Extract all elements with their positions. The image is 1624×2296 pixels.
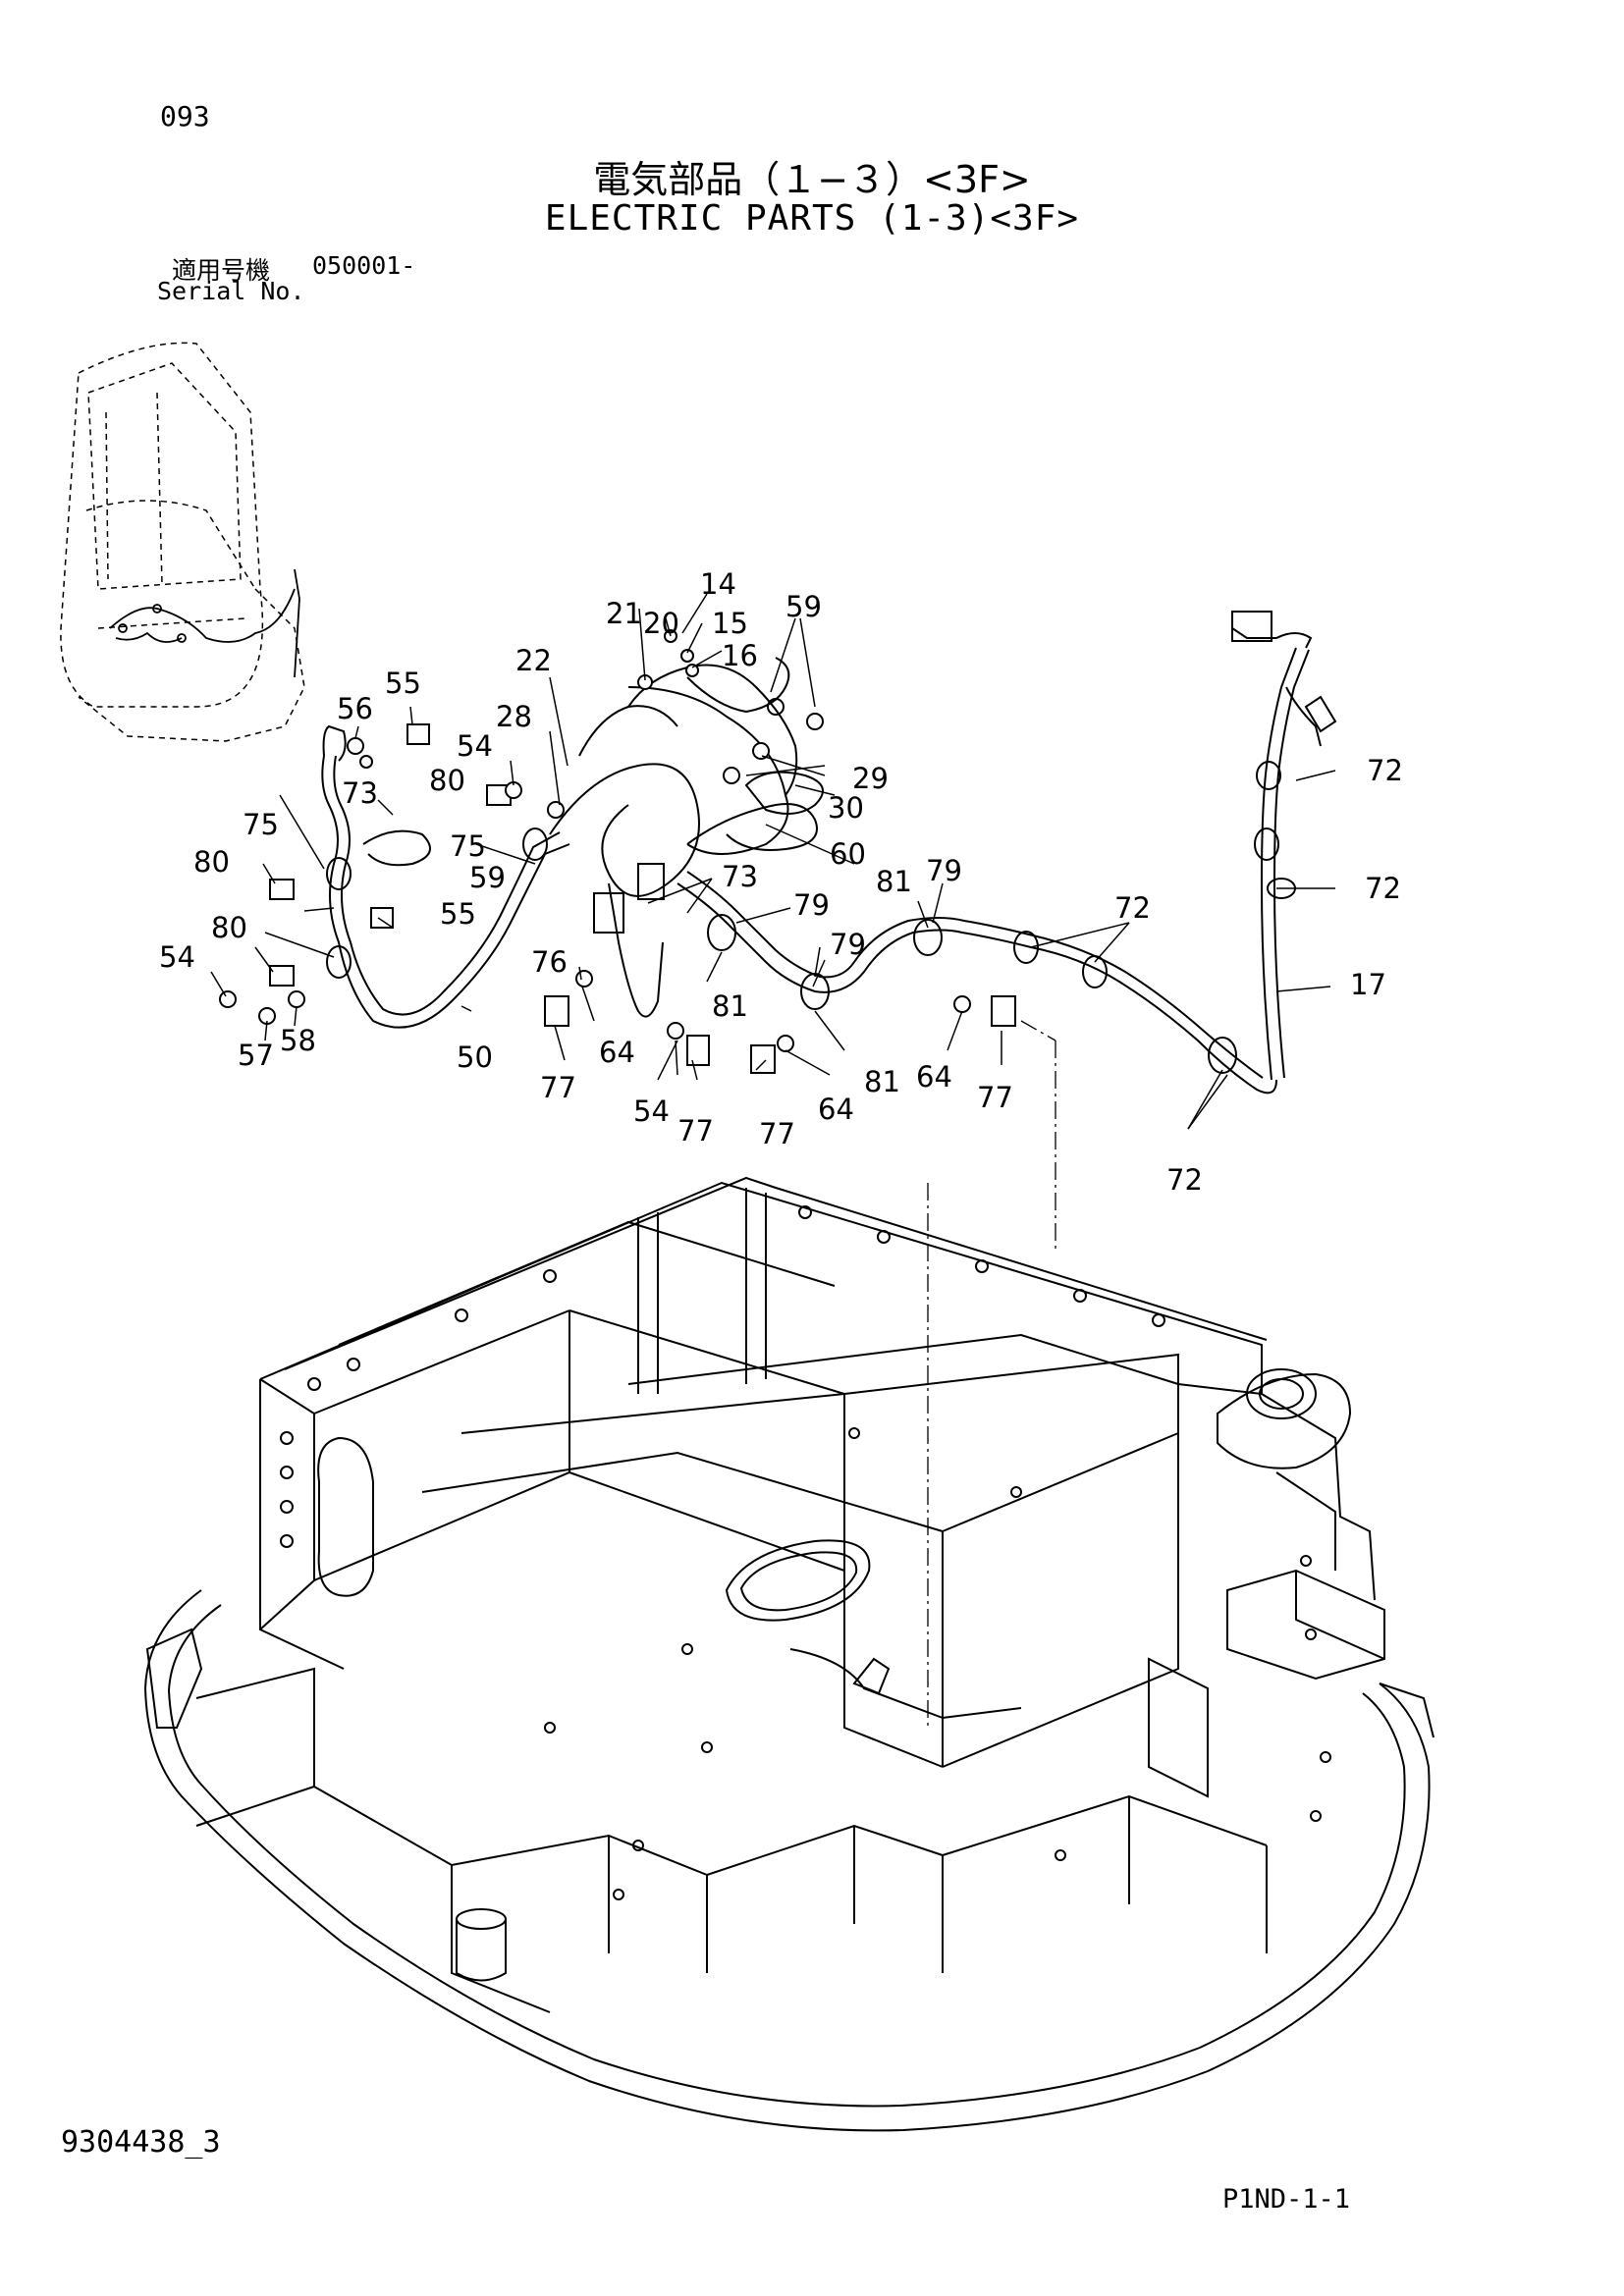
callout-77-a: 77 bbox=[540, 1071, 576, 1104]
callout-54-center: 54 bbox=[633, 1095, 670, 1128]
callout-80-left: 80 bbox=[193, 845, 230, 879]
bracket-55-lower bbox=[370, 907, 394, 929]
callout-30: 30 bbox=[828, 791, 864, 825]
callout-72-right: 72 bbox=[1365, 872, 1401, 905]
callout-73-left: 73 bbox=[342, 776, 378, 810]
bracket-77-b bbox=[686, 1035, 710, 1066]
bracket-77-d bbox=[991, 995, 1016, 1027]
callout-72-bottom: 72 bbox=[1166, 1163, 1203, 1197]
bracket-55 bbox=[406, 723, 430, 745]
callout-77-c: 77 bbox=[759, 1117, 795, 1150]
callout-59-top: 59 bbox=[785, 590, 822, 623]
bracket-80-lower bbox=[269, 965, 295, 987]
callout-77-d: 77 bbox=[977, 1081, 1013, 1114]
callout-15: 15 bbox=[712, 607, 748, 640]
callout-14: 14 bbox=[700, 567, 736, 601]
callout-72-mid: 72 bbox=[1114, 891, 1151, 925]
callout-79-b: 79 bbox=[926, 854, 962, 887]
bolts-and-nuts bbox=[219, 629, 971, 1052]
callout-81-a: 81 bbox=[712, 989, 748, 1023]
callout-54-upper: 54 bbox=[457, 729, 493, 763]
callout-54-left: 54 bbox=[159, 940, 195, 974]
document-code: 9304438_3 bbox=[61, 2125, 221, 2160]
callout-28: 28 bbox=[496, 700, 532, 733]
callout-58: 58 bbox=[280, 1024, 316, 1057]
callout-76: 76 bbox=[531, 945, 568, 979]
callout-20: 20 bbox=[643, 607, 679, 640]
callout-80-upper: 80 bbox=[429, 764, 465, 797]
callout-numbers: 14 15 16 20 21 59 22 28 29 30 54 55 56 7… bbox=[159, 567, 1403, 1197]
page-number: 093 bbox=[160, 100, 210, 133]
callout-64-a: 64 bbox=[599, 1036, 635, 1069]
callout-64-b: 64 bbox=[818, 1093, 854, 1126]
callout-59-left: 59 bbox=[469, 861, 506, 894]
callout-16: 16 bbox=[722, 639, 758, 672]
callout-50: 50 bbox=[457, 1041, 493, 1074]
callout-80-lower: 80 bbox=[211, 911, 247, 944]
alignment-lines bbox=[927, 1020, 1056, 1728]
page-title-japanese: 電気部品（１−３）<3F> bbox=[593, 158, 1031, 201]
callout-81-c: 81 bbox=[864, 1065, 900, 1098]
callout-64-c: 64 bbox=[916, 1060, 952, 1094]
wiring-harness bbox=[321, 611, 1337, 1095]
callout-75-left: 75 bbox=[243, 808, 279, 841]
bracket-77-a bbox=[544, 995, 569, 1027]
machine-location-key bbox=[60, 342, 305, 742]
callout-56: 56 bbox=[337, 692, 373, 725]
page-title-english: ELECTRIC PARTS (1-3)<3F> bbox=[544, 198, 1080, 239]
callout-79-c: 79 bbox=[830, 928, 866, 961]
leader-lines bbox=[210, 593, 1336, 1130]
callout-29: 29 bbox=[852, 762, 889, 795]
callout-57: 57 bbox=[238, 1039, 274, 1072]
callout-73-center: 73 bbox=[722, 860, 758, 893]
callout-75-mid: 75 bbox=[450, 829, 486, 863]
callout-55-lower: 55 bbox=[440, 897, 476, 931]
serial-label-english: Serial No. bbox=[157, 277, 305, 305]
bracket-80-upper bbox=[269, 879, 295, 900]
callout-79-a: 79 bbox=[793, 888, 830, 922]
callout-22: 22 bbox=[515, 644, 552, 677]
callout-72-top: 72 bbox=[1367, 754, 1403, 787]
callout-17: 17 bbox=[1350, 968, 1386, 1001]
callout-21: 21 bbox=[606, 597, 642, 630]
location-key-harness bbox=[109, 568, 300, 678]
page-code: P1ND-1-1 bbox=[1222, 2184, 1351, 2215]
bracket-77-c bbox=[750, 1044, 776, 1074]
callout-77-b: 77 bbox=[677, 1114, 714, 1148]
serial-number-value: 050001- bbox=[312, 251, 416, 280]
callout-60: 60 bbox=[830, 837, 866, 871]
serial-label-japanese: 適用号機 bbox=[172, 256, 271, 285]
callout-81-b: 81 bbox=[876, 865, 912, 898]
upperstructure-frame bbox=[143, 1176, 1435, 2132]
callout-55-upper: 55 bbox=[385, 667, 421, 700]
